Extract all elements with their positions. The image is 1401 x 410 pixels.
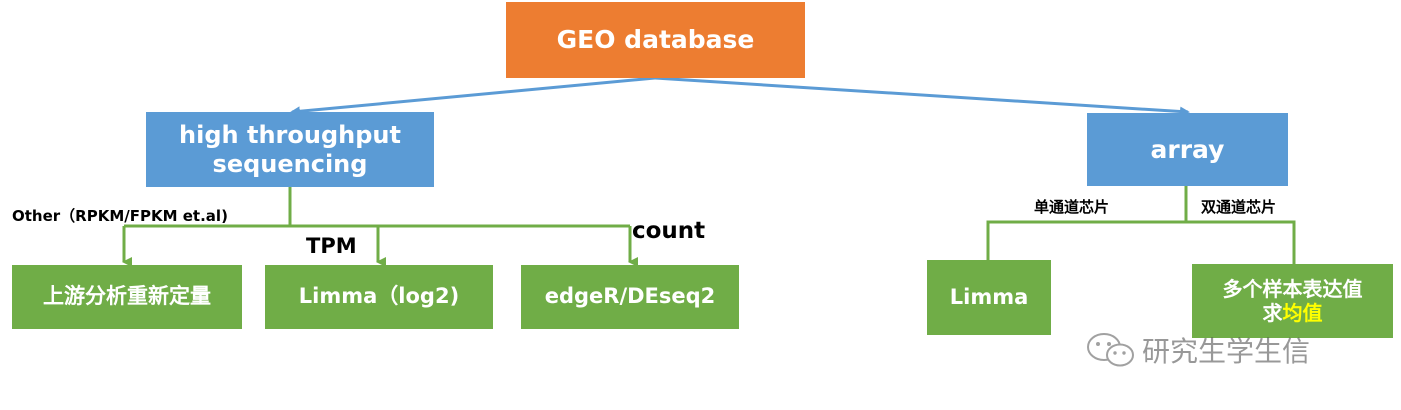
wechat-icon (1087, 333, 1134, 367)
watermark-text: 研究生学生信 (1142, 335, 1311, 368)
limma-log2-label: Limma（log2) (298, 284, 460, 309)
count-edge-label: count (632, 218, 706, 244)
high-throughput-sequencing-node: high throughput sequencing (146, 112, 434, 187)
single-channel-edge-label: 单通道芯片 (1034, 198, 1110, 216)
array-label: array (1150, 134, 1225, 164)
limma-log2-node: Limma（log2) (265, 265, 493, 329)
hts-label-line2: sequencing (212, 149, 368, 178)
wechat-watermark: 研究生学生信 (1086, 330, 1310, 370)
mean-highlight: 均值 (1282, 301, 1323, 325)
limma-label: Limma (949, 284, 1029, 309)
multi-sample-line1: 多个样本表达值 (1222, 277, 1363, 301)
geo-database-label: GEO database (556, 25, 755, 54)
geo-to-array-arrow (654, 76, 1190, 117)
edger-label: edgeR/DEseq2 (544, 284, 716, 309)
upstream-label: 上游分析重新定量 (43, 284, 211, 309)
geo-to-hts-arrow (290, 76, 656, 117)
limma-node: Limma (927, 260, 1051, 335)
array-to-multi-line (1186, 220, 1296, 264)
dual-channel-edge-label: 双通道芯片 (1201, 198, 1277, 216)
multi-sample-mean-node: 多个样本表达值 求均值 (1192, 264, 1393, 338)
edger-deseq2-node: edgeR/DEseq2 (521, 265, 739, 329)
other-edge-label: Other（RPKM/FPKM et.al) (12, 207, 228, 225)
multi-sample-line2: 求均值 (1263, 301, 1323, 325)
array-node: array (1087, 113, 1288, 186)
upstream-requantify-node: 上游分析重新定量 (12, 265, 242, 329)
array-to-limma-line (986, 220, 1186, 260)
hts-label-line1: high throughput (179, 120, 401, 149)
geo-database-node: GEO database (506, 2, 805, 78)
multi-sample-prefix: 求 (1262, 301, 1283, 325)
tpm-edge-label: TPM (306, 234, 357, 258)
